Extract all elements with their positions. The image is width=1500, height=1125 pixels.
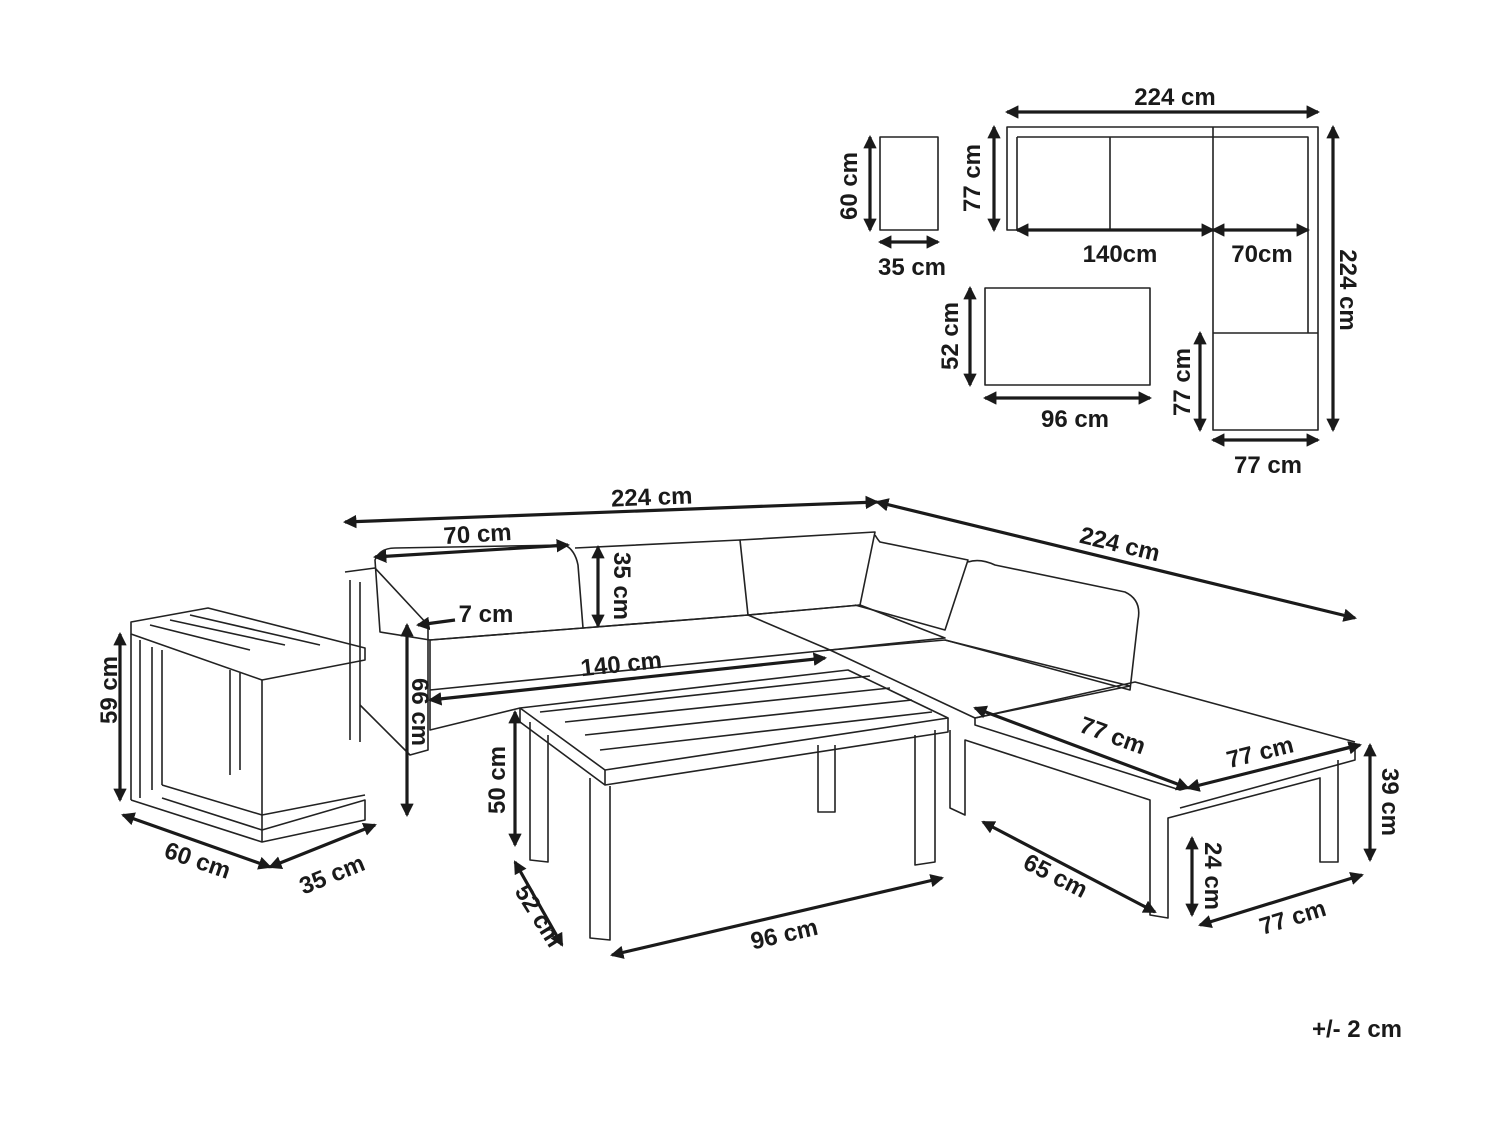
back-cushion-width-label: 70 cm	[443, 519, 513, 550]
plan-sofa-length: 224 cm	[1334, 249, 1361, 330]
side-table-drawing	[130, 607, 366, 843]
coffee-table-depth-label: 52 cm	[509, 880, 568, 952]
coffee-table-drawing	[519, 669, 949, 941]
chaise-base-width-label: 77 cm	[1256, 895, 1329, 941]
tolerance-note: +/- 2 cm	[1312, 1016, 1402, 1043]
sofa-height-label: 66 cm	[406, 678, 433, 746]
plan-chaise-height: 77 cm	[1169, 348, 1196, 416]
plan-sofa-seat: 140cm	[1083, 241, 1158, 268]
plan-sofa-depth: 77 cm	[959, 144, 986, 212]
perspective-view: 224 cm 224 cm 70 cm 35 cm 7 cm 140 cm 66…	[96, 482, 1403, 959]
side-table-depth-label: 35 cm	[296, 850, 369, 901]
back-cushion-height-label: 35 cm	[608, 552, 635, 620]
plan-view: 60 cm 35 cm 224 cm 77 cm 140cm 70cm 224 …	[836, 84, 1361, 479]
plan-chaise-width: 77 cm	[1234, 452, 1302, 479]
plan-coffee-table	[984, 287, 1151, 386]
plan-side-table	[879, 136, 939, 231]
sofa-length-label: 224 cm	[611, 482, 693, 512]
side-table-width-label: 60 cm	[161, 837, 234, 885]
plan-table-height: 60 cm	[836, 152, 863, 220]
chaise-length-label: 65 cm	[1019, 849, 1092, 904]
plan-sofa-width: 224 cm	[1134, 84, 1215, 111]
plan-coffee-height: 52 cm	[937, 302, 964, 370]
chaise-height-label: 39 cm	[1376, 768, 1403, 836]
plan-coffee-width: 96 cm	[1041, 406, 1109, 433]
coffee-table-height-label: 50 cm	[484, 746, 511, 814]
plan-table-width: 35 cm	[878, 254, 946, 281]
plan-sofa	[1006, 126, 1319, 431]
armrest-width-label: 7 cm	[459, 601, 514, 628]
chaise-width-label: 77 cm	[1224, 731, 1297, 774]
side-table-height-label: 59 cm	[96, 656, 123, 724]
plan-sofa-corner: 70cm	[1231, 241, 1292, 268]
chaise-leg-height-label: 24 cm	[1199, 842, 1226, 910]
chaise-depth-label: 77 cm	[1076, 712, 1149, 761]
